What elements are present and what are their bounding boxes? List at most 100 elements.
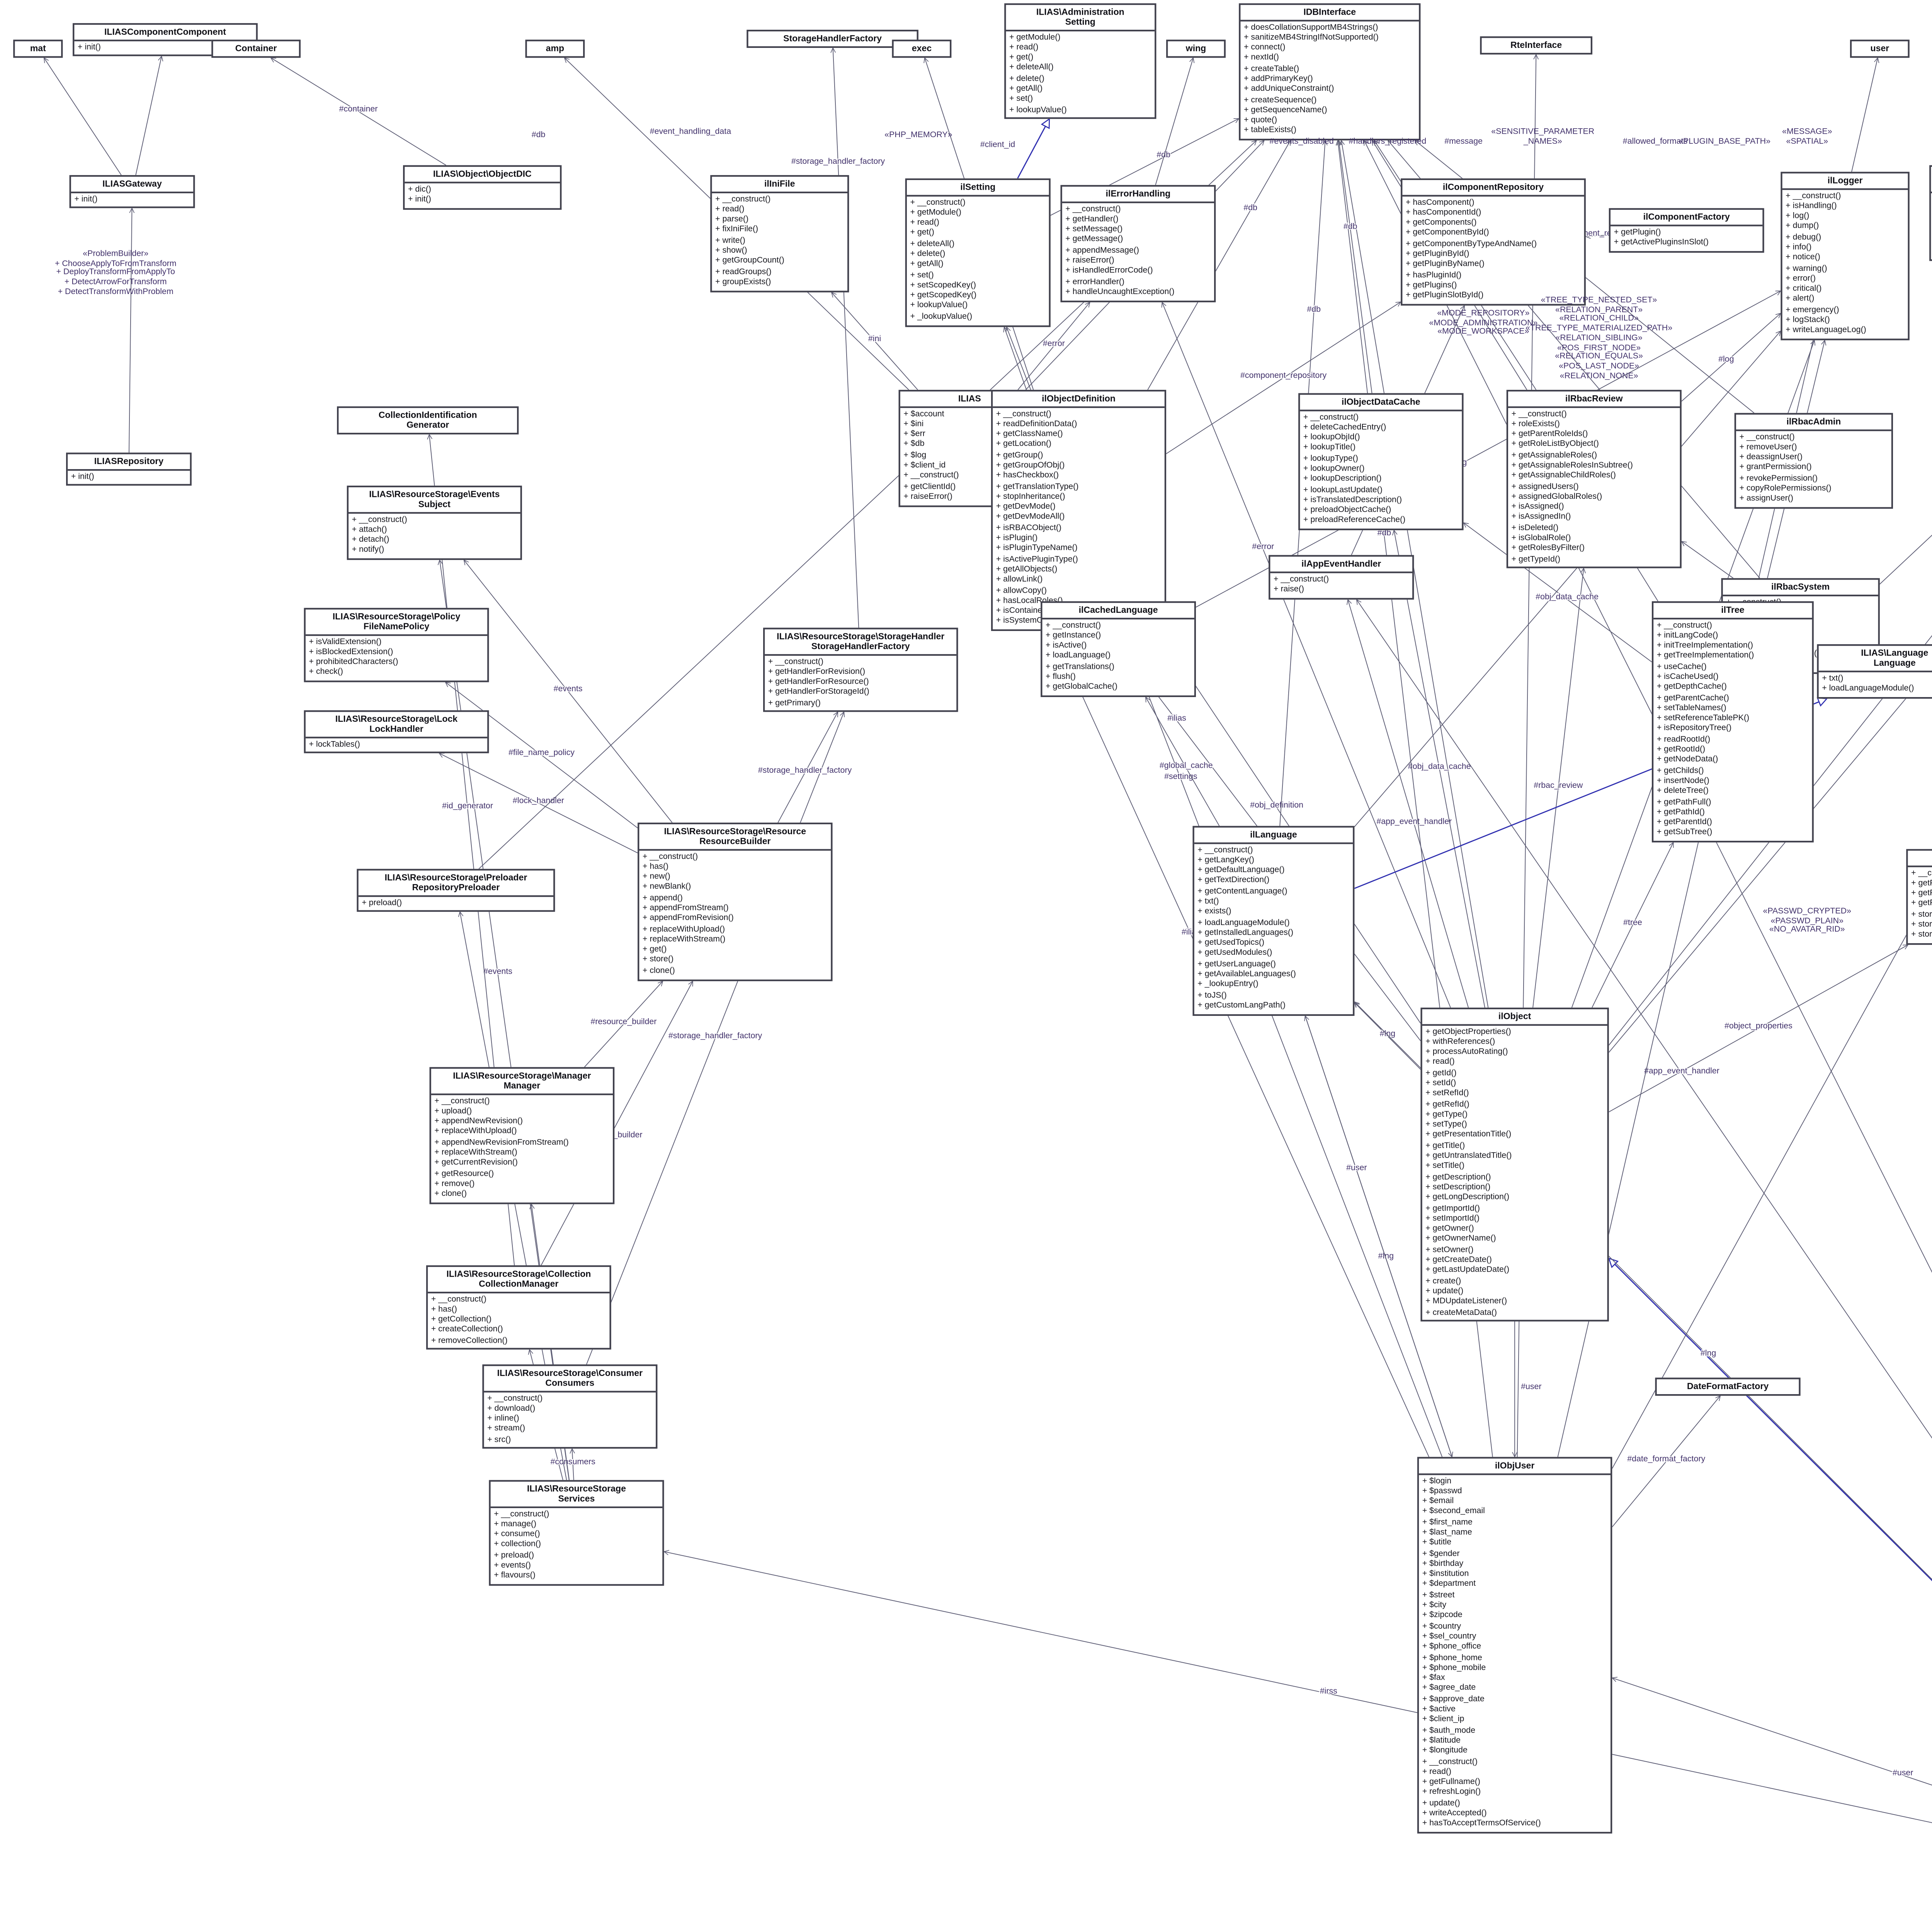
class-node-rbacreview[interactable]: ilRbacReview+ __construct()+ roleExists(… bbox=[1506, 389, 1682, 569]
class-member: + __construct() bbox=[1911, 868, 1932, 878]
class-node-inifile[interactable]: ilIniFile+ __construct()+ read()+ parse(… bbox=[710, 175, 849, 292]
edge bbox=[1147, 140, 1291, 390]
class-member: + $log bbox=[903, 450, 927, 461]
class-node-preloader[interactable]: ILIAS\ResourceStorage\Preloader Reposito… bbox=[357, 869, 555, 913]
class-members: + doesCollationSupportMB4Strings()+ sani… bbox=[1240, 19, 1419, 139]
class-member: + getOwnerName() bbox=[1425, 1235, 1496, 1245]
class-node-repositoryp[interactable]: ILIASRepository+ init() bbox=[66, 452, 192, 486]
class-node-logger[interactable]: ilLogger+ __construct()+ isHandling()+ l… bbox=[1781, 172, 1910, 341]
class-member: + log() bbox=[1786, 211, 1810, 222]
class-member: + $city bbox=[1422, 1600, 1447, 1611]
class-node-admin_setting[interactable]: ILIAS\Administration Setting+ getModule(… bbox=[1004, 3, 1156, 120]
edge-label: #obj_data_cache bbox=[1536, 592, 1599, 601]
class-node-objdef[interactable]: ilObjectDefinition+ __construct()+ readD… bbox=[991, 389, 1167, 632]
class-member: + appendFromRevision() bbox=[642, 914, 734, 924]
class-members: + dic()+ init() bbox=[405, 181, 560, 207]
class-member: + allowCopy() bbox=[996, 585, 1047, 596]
class-title: StorageHandlerFactory bbox=[783, 34, 882, 44]
class-node-tree[interactable]: ilTree+ __construct()+ initLangCode()+ i… bbox=[1651, 601, 1814, 843]
class-member: + setDescription() bbox=[1425, 1182, 1491, 1193]
class-members: + getObjectProperties()+ withReferences(… bbox=[1422, 1023, 1607, 1320]
class-member: + getComponentByTypeAndName() bbox=[1405, 239, 1537, 249]
edge bbox=[1609, 667, 1932, 1053]
class-node-datefmt[interactable]: DateFormatFactory bbox=[1655, 1378, 1801, 1395]
class-node-rbacadmin[interactable]: ilRbacAdmin+ __construct()+ removeUser()… bbox=[1734, 413, 1893, 509]
class-node-fnpolicy[interactable]: ILIAS\ResourceStorage\Policy FileNamePol… bbox=[304, 608, 489, 683]
class-node-lang[interactable]: ilLanguage+ __construct()+ getLangKey()+… bbox=[1192, 826, 1355, 1015]
class-member: + collection() bbox=[494, 1540, 541, 1550]
class-member: + getUntranslatedTitle() bbox=[1425, 1151, 1512, 1162]
class-member: + getModule() bbox=[910, 207, 961, 218]
class-node-objcache[interactable]: ilObjectDataCache+ __construct()+ delete… bbox=[1298, 393, 1464, 531]
class-node-collmanager[interactable]: ILIAS\ResourceStorage\Collection Collect… bbox=[426, 1265, 611, 1350]
edge-label: #obj_definition bbox=[1250, 800, 1303, 810]
class-members: + $account+ $ini+ $err+ $db+ $log+ $clie… bbox=[900, 405, 1039, 505]
class-member: + nextId() bbox=[1243, 53, 1279, 64]
class-node-amp[interactable]: amp bbox=[525, 39, 585, 57]
class-title: ilLogger bbox=[1827, 176, 1863, 186]
class-node-lockhandler[interactable]: ILIAS\ResourceStorage\Lock LockHandler+ … bbox=[304, 710, 489, 754]
class-member: + preloadReferenceCache() bbox=[1303, 516, 1406, 526]
class-node-objuser[interactable]: ilObjUser+ $login+ $passwd+ $email+ $sec… bbox=[1417, 1457, 1612, 1834]
class-node-gateway[interactable]: ILIASGateway+ init() bbox=[69, 175, 195, 209]
class-node-object[interactable]: ilObject+ getObjectProperties()+ withRef… bbox=[1420, 1007, 1609, 1322]
class-member: + getTranslations() bbox=[1046, 662, 1115, 672]
class-node-imgout[interactable]: ILIAS\Filesystem\Util\Convert ImageOutpu… bbox=[1929, 165, 1932, 261]
class-member: + get() bbox=[642, 945, 667, 955]
class-member: + getGroupCount() bbox=[715, 256, 784, 267]
class-node-shf_top[interactable]: StorageHandlerFactory bbox=[747, 29, 918, 47]
class-member: + getAllObjects() bbox=[996, 565, 1058, 575]
class-member: + getUserLanguage() bbox=[1197, 959, 1276, 969]
class-member: + quote() bbox=[1243, 116, 1277, 126]
class-member: + $agree_date bbox=[1422, 1684, 1476, 1694]
edge bbox=[271, 58, 446, 166]
class-node-rte[interactable]: RteInterface bbox=[1480, 36, 1593, 54]
class-node-compfactory[interactable]: ilComponentFactory+ getPlugin()+ getActi… bbox=[1609, 208, 1764, 252]
class-node-comprepo[interactable]: ilComponentRepository+ hasComponent()+ h… bbox=[1401, 178, 1586, 306]
class-member: + setImportId() bbox=[1425, 1214, 1480, 1224]
class-title: ILIAS\ResourceStorage\Policy FileNamePol… bbox=[332, 612, 461, 632]
class-member: + getPathId() bbox=[1656, 807, 1705, 818]
class-node-shfactory[interactable]: ILIAS\ResourceStorage\StorageHandler Sto… bbox=[763, 628, 958, 713]
class-node-container[interactable]: Container bbox=[211, 39, 301, 57]
class-node-collgen[interactable]: CollectionIdentification Generator bbox=[337, 406, 519, 434]
class-node-langiface[interactable]: ILIAS\Language Language+ txt()+ loadLang… bbox=[1817, 644, 1932, 698]
class-node-wing[interactable]: wing bbox=[1166, 39, 1226, 57]
class-member: + inline() bbox=[487, 1414, 519, 1424]
class-node-errorh[interactable]: ilErrorHandling+ __construct()+ getHandl… bbox=[1060, 185, 1216, 302]
class-members: + __construct()+ getModule()+ read()+ ge… bbox=[906, 194, 1049, 325]
edge-label: #ilias bbox=[1167, 713, 1186, 723]
class-members: + __construct()+ has()+ new()+ newBlank(… bbox=[639, 848, 831, 979]
class-node-user_p[interactable]: user bbox=[1850, 39, 1910, 57]
class-member: + readRootId() bbox=[1656, 735, 1711, 745]
class-member: + has() bbox=[642, 862, 669, 872]
class-node-mat[interactable]: mat bbox=[13, 39, 63, 57]
class-member: + dic() bbox=[408, 184, 431, 194]
edge-label: #lng bbox=[1378, 1251, 1394, 1260]
edge-label: #lock_handler bbox=[513, 796, 564, 805]
class-node-objectdic[interactable]: ILIAS\Object\ObjectDIC+ dic()+ init() bbox=[403, 165, 562, 209]
class-member: + getPluginByName() bbox=[1405, 260, 1485, 270]
class-title: ilCachedLanguage bbox=[1078, 605, 1158, 616]
class-node-exec[interactable]: exec bbox=[892, 39, 952, 57]
class-node-idb[interactable]: IDBInterface+ doesCollationSupportMB4Str… bbox=[1239, 3, 1421, 141]
class-node-manager[interactable]: ILIAS\ResourceStorage\Manager Manager+ _… bbox=[429, 1067, 615, 1204]
class-node-appevents[interactable]: ilAppEventHandler+ __construct()+ raise(… bbox=[1269, 555, 1414, 599]
class-node-objprops[interactable]: ilObjectProperties+ __construct()+ getPr… bbox=[1906, 849, 1932, 945]
class-member: + $phone_mobile bbox=[1422, 1663, 1486, 1673]
class-node-consumers[interactable]: ILIAS\ResourceStorage\Consumer Consumers… bbox=[482, 1364, 658, 1450]
class-member: + deleteCachedEntry() bbox=[1303, 422, 1386, 433]
class-node-resbuilder[interactable]: ILIAS\ResourceStorage\Resource ResourceB… bbox=[638, 822, 833, 981]
class-member: + exists() bbox=[1197, 907, 1231, 917]
class-node-events_subject[interactable]: ILIAS\ResourceStorage\Events Subject+ __… bbox=[347, 485, 522, 560]
class-members: + withFormat()+ withQuality()+ getFormat… bbox=[1931, 190, 1932, 259]
class-node-services[interactable]: ILIAS\ResourceStorage Services+ __constr… bbox=[489, 1480, 664, 1586]
class-node-cachedlang[interactable]: ilCachedLanguage+ __construct()+ getInst… bbox=[1041, 601, 1196, 697]
class-node-setting[interactable]: ilSetting+ __construct()+ getModule()+ r… bbox=[905, 178, 1051, 327]
class-member: + $street bbox=[1422, 1590, 1455, 1600]
edge bbox=[1339, 140, 1372, 393]
class-member: + _lookupEntry() bbox=[1197, 980, 1259, 990]
class-members: + isValidExtension()+ isBlockedExtension… bbox=[305, 633, 488, 681]
class-member: + getContentLanguage() bbox=[1197, 886, 1287, 896]
class-member: + deleteAll() bbox=[1009, 63, 1054, 73]
